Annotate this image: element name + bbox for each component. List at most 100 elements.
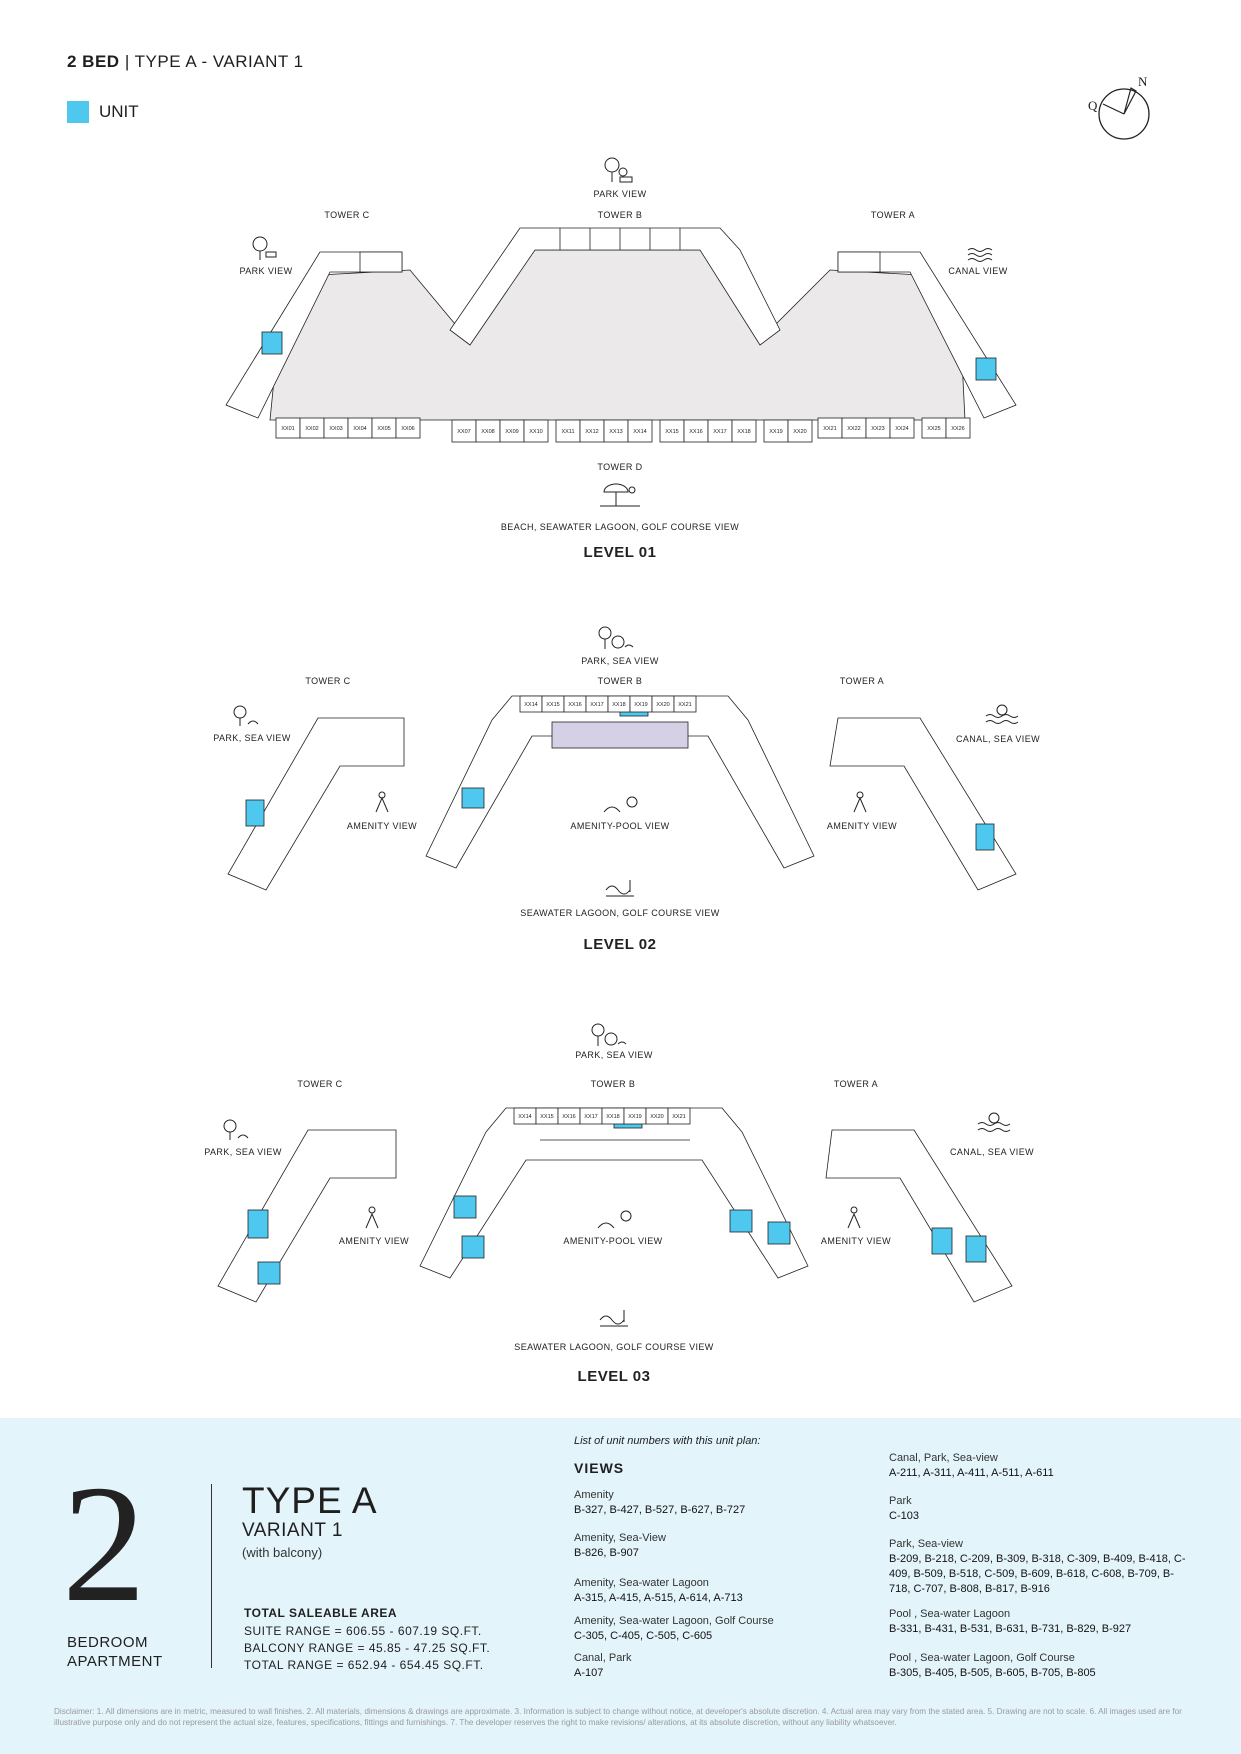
canal-view-icon [967,248,993,262]
unit-label: XX21 [672,1114,685,1120]
view-group-units: A-211, A-311, A-411, A-511, A-611 [889,1467,1054,1479]
unit-label: XX21 [823,426,836,432]
unit-label: XX26 [951,426,964,432]
view-group-heading: Canal, Park [574,1652,632,1664]
bed-count: 2 BED [67,52,120,71]
view-group-units: B-209, B-218, C-209, B-309, B-318, C-309… [889,1553,1186,1595]
unit-label: XX03 [329,426,342,432]
unit-label: XX17 [713,429,726,435]
view-group-heading: Amenity, Sea-water Lagoon [574,1577,709,1589]
suite-range: SUITE RANGE = 606.55 - 607.19 SQ.FT. [244,1624,482,1638]
l3-amenity-right: AMENITY VIEW [821,1236,891,1246]
legend: UNIT [67,101,139,123]
l3-left-view: PARK, SEA VIEW [204,1147,282,1157]
unit-label: XX16 [568,702,581,708]
divider [211,1484,212,1668]
view-group: Amenity, Sea-water Lagoon, Golf Course C… [574,1614,774,1644]
views-intro: List of unit numbers with this unit plan… [574,1435,761,1447]
view-group: Pool , Sea-water Lagoon, Golf Course B-3… [889,1651,1096,1681]
unit-label: XX13 [609,429,622,435]
canal-sea-view-icon [985,704,1019,724]
view-group-heading: Park [889,1495,912,1507]
park-view-icon [604,157,633,183]
park-sea-view-icon [233,705,259,726]
view-group: Amenity B-327, B-427, B-527, B-627, B-72… [574,1488,745,1518]
bedroom-apartment-label: BEDROOM APARTMENT [67,1633,163,1671]
unit-label: XX17 [590,702,603,708]
l1-unit-highlight [975,357,997,381]
unit-cell [523,419,549,443]
compass-q-label: Q [1088,98,1098,113]
l3-unit-highlight [257,1261,281,1285]
l3-amenity-center: AMENITY-POOL VIEW [563,1236,662,1246]
disclaimer: Disclaimer: 1. All dimensions are in met… [54,1707,1182,1727]
l1-unit-highlight [261,331,283,355]
view-group: Amenity, Sea-View B-826, B-907 [574,1531,666,1561]
l1-tower-d: TOWER D [597,462,642,472]
plan-title: 2 BED | TYPE A - VARIANT 1 [67,52,304,72]
l2-level-title: LEVEL 02 [584,936,657,953]
unit-label: XX14 [524,702,537,708]
l2-unit-highlight [975,823,995,851]
park-sea-view-icon [223,1119,249,1140]
title-separator: | [124,52,130,71]
unit-label: XX18 [606,1114,619,1120]
l3-unit-highlight [453,1195,477,1219]
l3-unit-highlight [729,1209,753,1233]
view-group-units: A-107 [574,1667,604,1679]
unit-label: XX20 [650,1114,663,1120]
unit-cell [627,419,653,443]
view-group-units: A-315, A-415, A-515, A-614, A-713 [574,1592,743,1604]
lagoon-view-icon [599,1310,628,1327]
l2-tower-b: TOWER B [598,676,643,686]
unit-label: XX12 [585,429,598,435]
view-group-units: C-103 [889,1510,919,1522]
unit-label: XX18 [612,702,625,708]
amenity-view-icon [365,1206,861,1229]
unit-label: XX14 [518,1114,531,1120]
total-range: TOTAL RANGE = 652.94 - 654.45 SQ.FT. [244,1658,484,1672]
unit-label: XX15 [665,429,678,435]
unit-label: XX04 [353,426,366,432]
views-title: VIEWS [574,1460,625,1476]
bedroom-count: 2 [62,1451,146,1637]
l3-tower-c: TOWER C [297,1079,342,1089]
l2-tower-a: TOWER A [840,676,884,686]
l2-tower-b-wing [425,695,815,869]
unit-label: XX11 [561,429,574,435]
view-group-units: B-327, B-427, B-527, B-627, B-727 [574,1504,746,1516]
level-03-plan: PARK, SEA VIEW TOWER C TOWER B TOWER A P… [204,1023,1034,1385]
view-group: Canal, Park A-107 [574,1651,631,1681]
l3-amenity-left: AMENITY VIEW [339,1236,409,1246]
compass-north-label: N [1138,74,1148,89]
view-group-heading: Amenity, Sea-View [574,1532,666,1544]
l1-level-title: LEVEL 01 [584,544,657,561]
unit-label: XX14 [633,429,646,435]
l3-tower-a-wing [825,1129,1013,1303]
variant-heading: VARIANT 1 [242,1520,343,1541]
unit-label: XX23 [871,426,884,432]
l2-unit-highlight [245,799,265,827]
unit-label: XX16 [562,1114,575,1120]
unit-label: XX05 [377,426,390,432]
l3-bottom-view: SEAWATER LAGOON, GOLF COURSE VIEW [514,1342,713,1352]
type-heading: TYPE A [242,1480,378,1521]
view-group: Canal, Park, Sea-view A-211, A-311, A-41… [889,1451,1054,1481]
level-02-plan: PARK, SEA VIEW TOWER C TOWER B TOWER A P… [213,626,1040,953]
view-group-units: B-826, B-907 [574,1547,639,1559]
unit-label: XX17 [584,1114,597,1120]
l1-bottom-view: BEACH, SEAWATER LAGOON, GOLF COURSE VIEW [501,522,739,532]
beach-view-icon [600,483,640,507]
unit-label: XX19 [628,1114,641,1120]
compass-icon: N Q [1088,74,1150,140]
view-group-heading: Pool , Sea-water Lagoon [889,1608,1011,1620]
unit-cell [673,695,697,713]
park-sea-view-icon [598,626,634,649]
unit-cell [787,419,813,443]
l2-left-view: PARK, SEA VIEW [213,733,291,743]
unit-label: XX18 [737,429,750,435]
l2-tower-c-wing [227,717,405,891]
